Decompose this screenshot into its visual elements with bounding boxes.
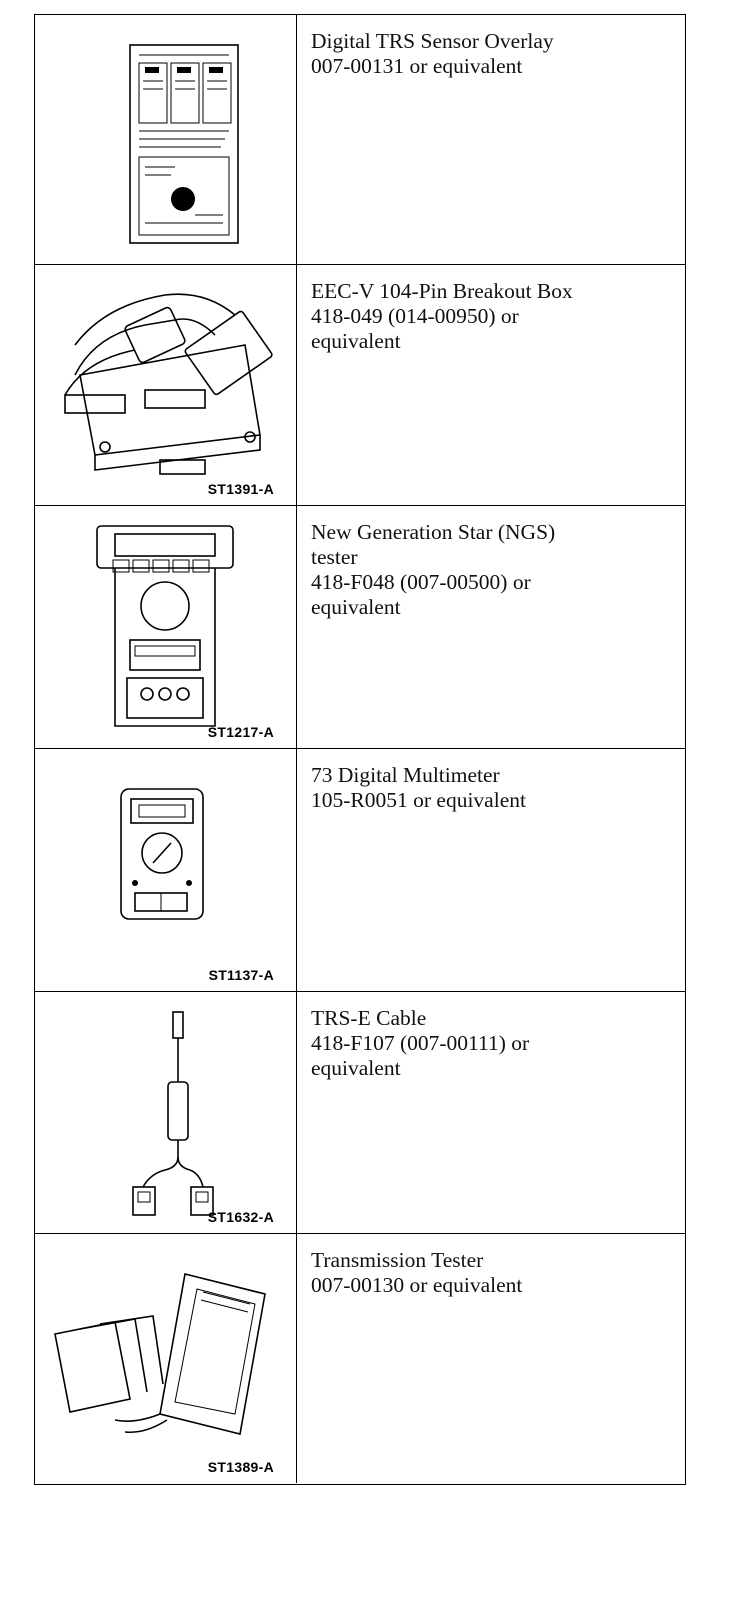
tool-description-transmission-tester: Transmission Tester 007-00130 or equival…	[297, 1234, 685, 1483]
tool-description-breakout-box: EEC-V 104-Pin Breakout Box 418-049 (014-…	[297, 265, 685, 505]
tool-part-number: 418-F107 (007-00111) or	[311, 1031, 530, 1055]
tool-description-multimeter: 73 Digital Multimeter 105-R0051 or equiv…	[297, 749, 685, 991]
figure-code: ST1137-A	[208, 967, 274, 983]
figure-code: ST1389-A	[207, 1459, 274, 1475]
tool-part-number: 418-049 (014-00950) or	[311, 304, 519, 328]
cable-icon	[132, 1011, 214, 1216]
tool-name: 73 Digital Multimeter	[311, 763, 500, 787]
figure-code: ST1217-A	[207, 724, 274, 740]
tool-row-breakout-box: ST1391-A EEC-V 104-Pin Breakout Box 418-…	[35, 264, 685, 505]
tool-part-number: 418-F048 (007-00500) or	[311, 570, 531, 594]
tool-image-cell: ST1217-A	[35, 506, 297, 748]
tool-name: Transmission Tester	[311, 1248, 484, 1272]
tool-part-number: 105-R0051 or equivalent	[311, 788, 526, 812]
tool-name: TRS-E Cable	[311, 1006, 427, 1030]
tool-image-cell: ST1389-A	[35, 1234, 297, 1483]
tool-description-trs-cable: TRS-E Cable 418-F107 (007-00111) or equi…	[297, 992, 685, 1233]
tool-part-note: equivalent	[311, 329, 401, 353]
tool-row-transmission-tester: ST1389-A Transmission Tester 007-00130 o…	[35, 1233, 685, 1483]
tool-description-trs-overlay: Digital TRS Sensor Overlay 007-00131 or …	[297, 15, 685, 264]
tool-part-note: equivalent	[311, 1056, 401, 1080]
tool-row-multimeter: ST1137-A 73 Digital Multimeter 105-R0051…	[35, 748, 685, 991]
multimeter-icon	[120, 788, 204, 920]
tool-name: New Generation Star (NGS)	[311, 520, 556, 544]
ngs-tester-icon	[96, 525, 234, 727]
transmission-tester-icon	[54, 1273, 266, 1435]
tool-name-cont: tester	[311, 545, 358, 569]
tool-image-cell: ST1391-A	[35, 265, 297, 505]
tool-part-note: equivalent	[311, 595, 401, 619]
tool-row-trs-cable: ST1632-A TRS-E Cable 418-F107 (007-00111…	[35, 991, 685, 1233]
figure-code: ST1391-A	[207, 481, 274, 497]
tool-part-number: 007-00131 or equivalent	[311, 54, 523, 78]
figure-code: ST1632-A	[207, 1209, 274, 1225]
tool-row-trs-overlay: Digital TRS Sensor Overlay 007-00131 or …	[35, 15, 685, 264]
tool-image-cell: ST1137-A	[35, 749, 297, 991]
tool-description-ngs-tester: New Generation Star (NGS) tester 418-F04…	[297, 506, 685, 748]
tool-row-ngs-tester: ST1217-A New Generation Star (NGS) teste…	[35, 505, 685, 748]
tool-name: Digital TRS Sensor Overlay	[311, 29, 554, 53]
breakout-box-icon	[64, 293, 273, 475]
special-tools-table: Digital TRS Sensor Overlay 007-00131 or …	[34, 14, 686, 1485]
tool-name: EEC-V 104-Pin Breakout Box	[311, 279, 573, 303]
tool-image-cell: ST1632-A	[35, 992, 297, 1233]
tool-image-cell	[35, 15, 297, 264]
overlay-sheet-icon	[129, 44, 239, 244]
tool-part-number: 007-00130 or equivalent	[311, 1273, 523, 1297]
